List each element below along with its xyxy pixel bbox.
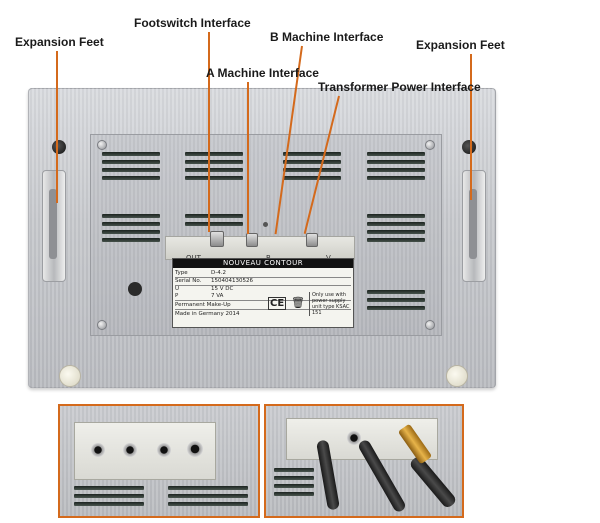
callout-expansion-right: Expansion Feet — [416, 38, 505, 52]
detail-photo-right — [264, 404, 464, 518]
b-machine-jack-icon[interactable] — [306, 233, 318, 247]
jack-icon — [123, 443, 137, 457]
screw-icon — [97, 140, 107, 150]
rubber-foot-icon — [446, 365, 468, 387]
vent-grille — [367, 290, 425, 314]
hole-icon — [263, 222, 268, 227]
jack-icon — [347, 431, 361, 445]
hole-icon — [128, 282, 142, 296]
rubber-foot-icon — [59, 365, 81, 387]
a-machine-jack-icon[interactable] — [246, 233, 258, 247]
screw-icon — [425, 140, 435, 150]
vent-slot — [168, 502, 248, 506]
rubber-foot-icon — [52, 140, 66, 154]
vent-slot — [168, 494, 248, 498]
vent-grille — [283, 152, 341, 184]
vent-slot — [274, 468, 314, 472]
jack-icon — [187, 441, 203, 457]
callout-b-machine: B Machine Interface — [270, 30, 384, 44]
nameplate-origin: Made in Germany 2014 — [175, 311, 240, 317]
connector-box-closeup — [74, 422, 216, 480]
expansion-foot-right[interactable] — [462, 170, 486, 282]
vent-grille — [185, 214, 243, 230]
vent-slot — [274, 484, 314, 488]
leader-line — [470, 54, 472, 200]
vent-grille — [185, 152, 243, 184]
vent-slot — [74, 502, 144, 506]
callout-expansion-left: Expansion Feet — [15, 35, 104, 49]
vent-grille — [102, 214, 160, 246]
nameplate-note: Only use with power supply unit type KSA… — [309, 292, 354, 316]
leader-line — [247, 82, 249, 234]
expansion-foot-left[interactable] — [42, 170, 66, 282]
rubber-foot-icon — [462, 140, 476, 154]
vent-slot — [168, 486, 248, 490]
ce-mark-icon: CE — [268, 297, 287, 310]
nameplate-usage: Permanent Make-Up — [175, 302, 231, 308]
callout-footswitch: Footswitch Interface — [134, 16, 251, 30]
crossed-bin-icon: 🗑︎ — [291, 296, 305, 309]
jack-icon — [91, 443, 105, 457]
callout-a-machine: A Machine Interface — [206, 66, 319, 80]
connector-box: OUT B V — [165, 231, 355, 262]
detail-photo-left — [58, 404, 260, 518]
screw-icon — [425, 320, 435, 330]
jack-icon — [157, 443, 171, 457]
vent-slot — [274, 492, 314, 496]
cable-icon — [408, 454, 458, 510]
footswitch-jack-icon[interactable] — [210, 231, 224, 247]
callout-transformer: Transformer Power Interface — [318, 80, 481, 94]
vent-grille — [367, 152, 425, 184]
screw-icon — [97, 320, 107, 330]
vent-slot — [74, 486, 144, 490]
vent-grille — [102, 152, 160, 184]
vent-slot — [274, 476, 314, 480]
vent-slot — [74, 494, 144, 498]
nameplate-row-serial: Serial No.150404130526 — [175, 278, 253, 284]
leader-line — [56, 51, 58, 203]
nameplate-brand: NOUVEAU CONTOUR — [173, 259, 353, 268]
vent-grille — [367, 214, 425, 246]
leader-line — [208, 32, 210, 232]
